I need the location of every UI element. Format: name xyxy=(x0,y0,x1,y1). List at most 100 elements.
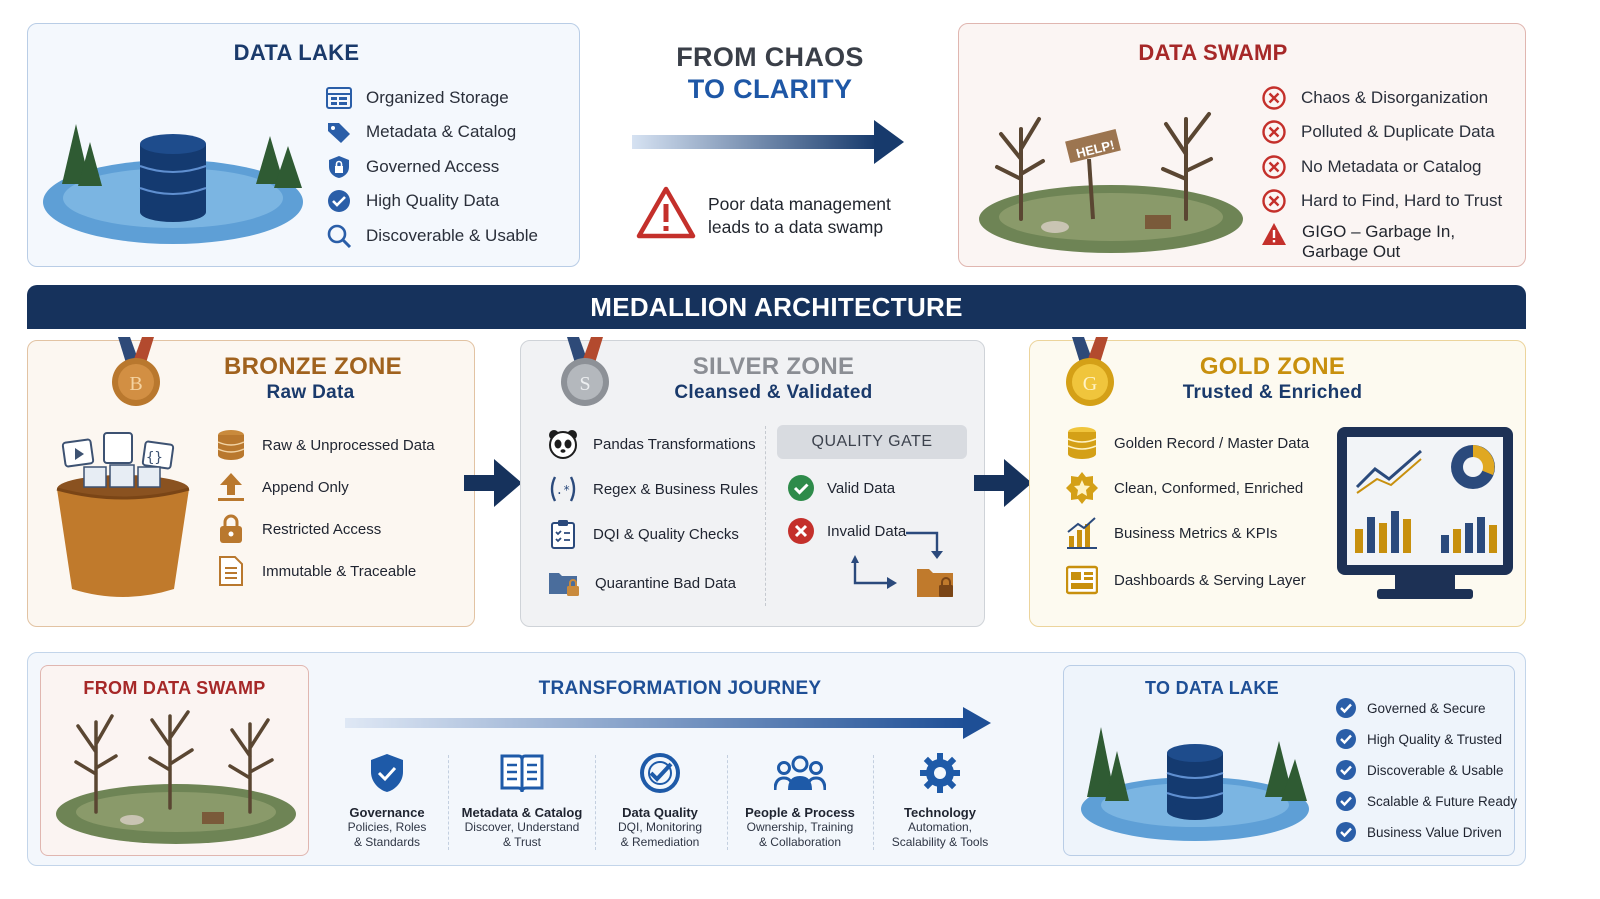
lake-item-metadata: Metadata & Catalog xyxy=(326,120,516,144)
gold-item-metrics: Business Metrics & KPIs xyxy=(1066,516,1277,550)
check-circle-icon xyxy=(788,475,814,501)
bronze-medal-icon: B xyxy=(112,337,160,406)
silver-item-regex: .* Regex & Business Rules xyxy=(547,473,758,505)
check-circle-icon xyxy=(1336,729,1356,749)
data-swamp-illustration: HELP! xyxy=(979,112,1243,253)
locked-folder-icon xyxy=(549,573,579,596)
swamp-item-label: Chaos & Disorganization xyxy=(1301,88,1489,107)
bronze-zone-panel: B BRONZE ZONE Raw Data {} Raw & Unproces… xyxy=(27,337,475,627)
to-lake-item-label: Discoverable & Usable xyxy=(1367,762,1504,778)
bronze-subtitle: Raw Data xyxy=(266,382,355,403)
journey-step-line2: & Trust xyxy=(502,835,541,849)
swamp-item-chaos: Chaos & Disorganization xyxy=(1261,86,1488,110)
check-circle-icon xyxy=(328,190,350,212)
gold-item-dashboards: Dashboards & Serving Layer xyxy=(1066,565,1306,595)
silver-item-quarantine: Quarantine Bad Data xyxy=(547,567,736,599)
gold-item-label: Golden Record / Master Data xyxy=(1114,434,1310,452)
journey-divider xyxy=(595,755,596,850)
swamp-item-label: Hard to Find, Hard to Trust xyxy=(1301,191,1503,210)
gigo-line1: GIGO – Garbage In, xyxy=(1302,222,1456,241)
valid-data-row: Valid Data xyxy=(787,474,895,502)
lake-item-organized-storage: Organized Storage xyxy=(326,86,509,110)
silver-item-pandas: Pandas Transformations xyxy=(547,428,756,460)
warning-triangle-icon xyxy=(1262,223,1286,245)
to-lake-item-label: High Quality & Trusted xyxy=(1367,731,1503,747)
shield-lock-icon xyxy=(329,156,349,178)
check-circle-icon xyxy=(1336,698,1356,718)
book-icon xyxy=(500,754,544,793)
medallion-banner xyxy=(27,285,1526,329)
journey-step-quality: Data Quality DQI, Monitoring & Remediati… xyxy=(595,752,725,850)
journey-step-title: Data Quality xyxy=(622,805,698,820)
silver-item-dqi: DQI & Quality Checks xyxy=(547,518,739,550)
svg-text:.*: .* xyxy=(556,483,570,497)
upload-icon xyxy=(218,473,244,501)
quarantine-folder-icon xyxy=(917,569,953,597)
swamp-item-label: Polluted & Duplicate Data xyxy=(1301,122,1495,141)
tag-icon xyxy=(328,123,350,143)
x-circle-icon xyxy=(1262,155,1286,179)
journey-step-line1: Policies, Roles xyxy=(347,820,427,834)
valid-data-label: Valid Data xyxy=(827,479,896,497)
quarantine-route-arrows xyxy=(851,531,943,589)
journey-step-line1: Discover, Understand xyxy=(464,820,580,834)
journey-arrow xyxy=(345,707,991,739)
swamp-trees-illustration xyxy=(56,710,296,844)
check-circle-icon xyxy=(1336,760,1356,780)
bronze-item-label: Restricted Access xyxy=(262,520,382,538)
bronze-item-append: Append Only xyxy=(216,471,349,503)
journey-divider xyxy=(448,755,449,850)
lake-item-governed: Governed Access xyxy=(326,155,499,179)
data-lake-title: DATA LAKE xyxy=(233,40,360,65)
quality-check-icon xyxy=(640,753,680,793)
lake-item-label: Governed Access xyxy=(366,157,500,176)
invalid-data-row: Invalid Data xyxy=(787,517,906,545)
warning-line1: Poor data management xyxy=(708,194,891,214)
to-lake-item-label: Business Value Driven xyxy=(1367,824,1502,840)
document-icon xyxy=(219,556,243,586)
shield-icon xyxy=(371,754,403,792)
journey-step-line2: Scalability & Tools xyxy=(891,835,989,849)
medallion-title: MEDALLION ARCHITECTURE xyxy=(590,292,963,322)
to-lake-item: Business Value Driven xyxy=(1335,821,1502,843)
silver-item-label: Quarantine Bad Data xyxy=(595,574,736,592)
gold-item-label: Clean, Conformed, Enriched xyxy=(1114,479,1304,497)
journey-step-line2: & Collaboration xyxy=(758,835,842,849)
swamp-item-no-metadata: No Metadata or Catalog xyxy=(1261,155,1482,179)
journey-step-title: Governance xyxy=(349,805,425,820)
gear-icon xyxy=(920,753,960,793)
silver-medal-icon: S xyxy=(561,337,609,406)
lake-item-label: Organized Storage xyxy=(366,88,509,107)
center-title-line1: FROM CHAOS xyxy=(676,42,864,72)
regex-icon: .* xyxy=(550,476,576,502)
swamp-item-hard-to-find: Hard to Find, Hard to Trust xyxy=(1261,189,1502,213)
x-circle-icon xyxy=(1262,120,1286,144)
lake-item-label: Metadata & Catalog xyxy=(366,122,517,141)
journey-title: TRANSFORMATION JOURNEY xyxy=(538,678,822,699)
x-circle-icon xyxy=(1262,86,1286,110)
warning-icon xyxy=(636,186,696,239)
to-lake-illustration xyxy=(1081,727,1309,841)
dashboard-monitor-illustration xyxy=(1337,427,1513,599)
gold-subtitle: Trusted & Enriched xyxy=(1182,382,1363,403)
gold-item-clean: Clean, Conformed, Enriched xyxy=(1066,471,1303,505)
warning-line2: leads to a data swamp xyxy=(708,217,884,237)
silver-item-label: DQI & Quality Checks xyxy=(593,525,739,543)
bronze-to-silver-arrow xyxy=(464,459,522,507)
lake-item-label: High Quality Data xyxy=(366,191,500,210)
journey-step-line1: Ownership, Training xyxy=(746,820,854,834)
journey-divider xyxy=(873,755,874,850)
lake-item-discoverable: Discoverable & Usable xyxy=(326,224,538,248)
to-lake-item: Governed & Secure xyxy=(1335,697,1486,719)
silver-title: SILVER ZONE xyxy=(692,353,855,380)
swamp-item-polluted: Polluted & Duplicate Data xyxy=(1261,120,1495,144)
from-swamp-title: FROM DATA SWAMP xyxy=(83,678,266,698)
silver-zone-panel: S SILVER ZONE Cleansed & Validated Panda… xyxy=(520,337,985,627)
silver-divider xyxy=(765,426,766,606)
bronze-item-label: Raw & Unprocessed Data xyxy=(262,436,435,454)
journey-step-people: People & Process Ownership, Training & C… xyxy=(735,752,865,850)
silver-subtitle: Cleansed & Validated xyxy=(674,382,873,403)
bar-chart-icon xyxy=(1067,517,1097,549)
center-title-line2: TO CLARITY xyxy=(687,74,853,104)
quality-gate-label: QUALITY GATE xyxy=(777,425,967,459)
